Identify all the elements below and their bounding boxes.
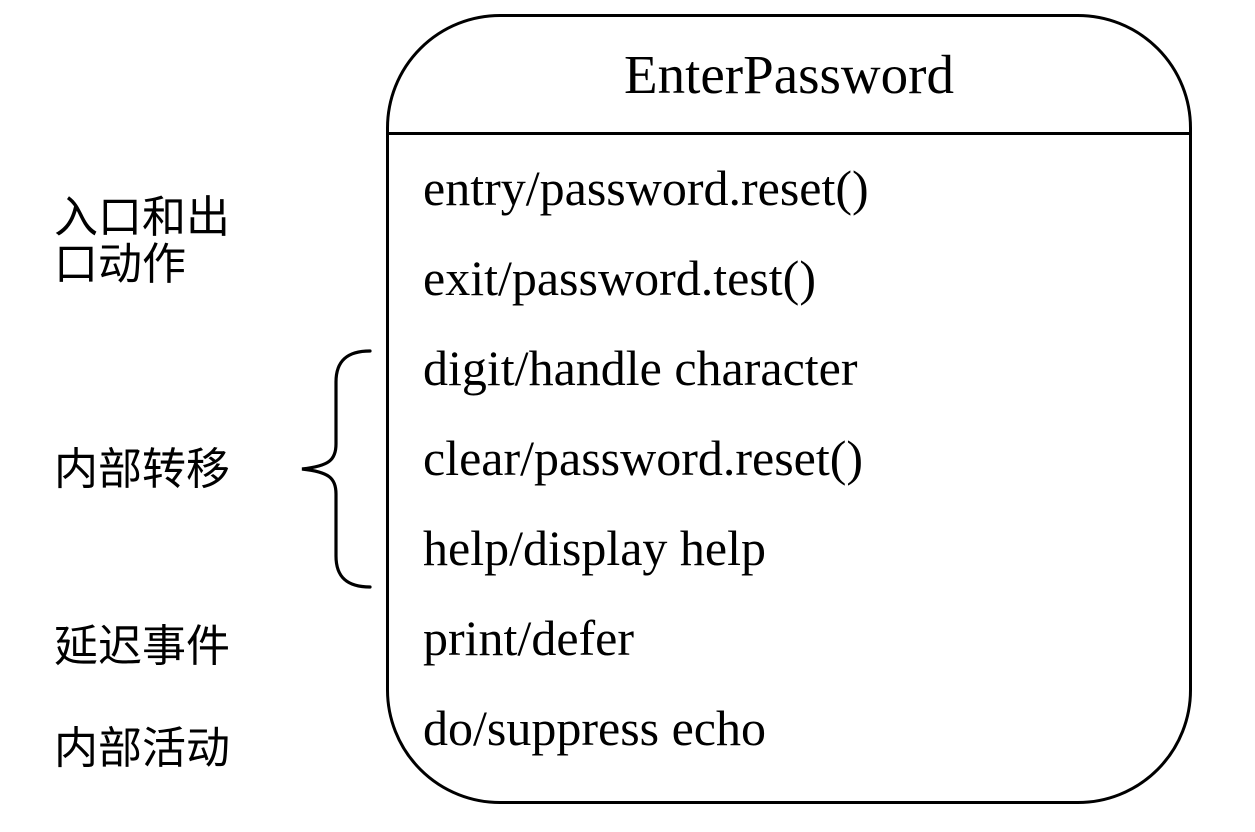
- behavior-internal-transition-help: help/display help: [423, 520, 766, 576]
- internal-transitions-brace-icon: [301, 349, 372, 589]
- behavior-exit-action: exit/password.test(): [423, 250, 816, 306]
- entry-exit-actions-label-line1: 入口和出: [54, 193, 230, 242]
- behavior-deferred-event-print: print/defer: [423, 610, 635, 666]
- deferred-events-label: 延迟事件: [54, 622, 230, 671]
- entry-exit-actions-label: 入口和出 口动作: [54, 194, 230, 288]
- behavior-internal-transition-clear: clear/password.reset(): [423, 430, 864, 486]
- state-compartment-divider: [389, 132, 1189, 135]
- internal-activities-label: 内部活动: [54, 724, 230, 773]
- state-box-enterpassword: EnterPassword entry/password.reset() exi…: [386, 14, 1192, 804]
- state-internal-behaviors-list: entry/password.reset() exit/password.tes…: [389, 135, 1189, 773]
- behavior-do-activity: do/suppress echo: [423, 700, 766, 756]
- entry-exit-actions-label-line2: 口动作: [54, 240, 186, 289]
- state-title: EnterPassword: [624, 44, 954, 105]
- behavior-internal-transition-digit: digit/handle character: [423, 340, 858, 396]
- internal-transitions-label: 内部转移: [54, 445, 230, 494]
- behavior-entry-action: entry/password.reset(): [423, 160, 869, 216]
